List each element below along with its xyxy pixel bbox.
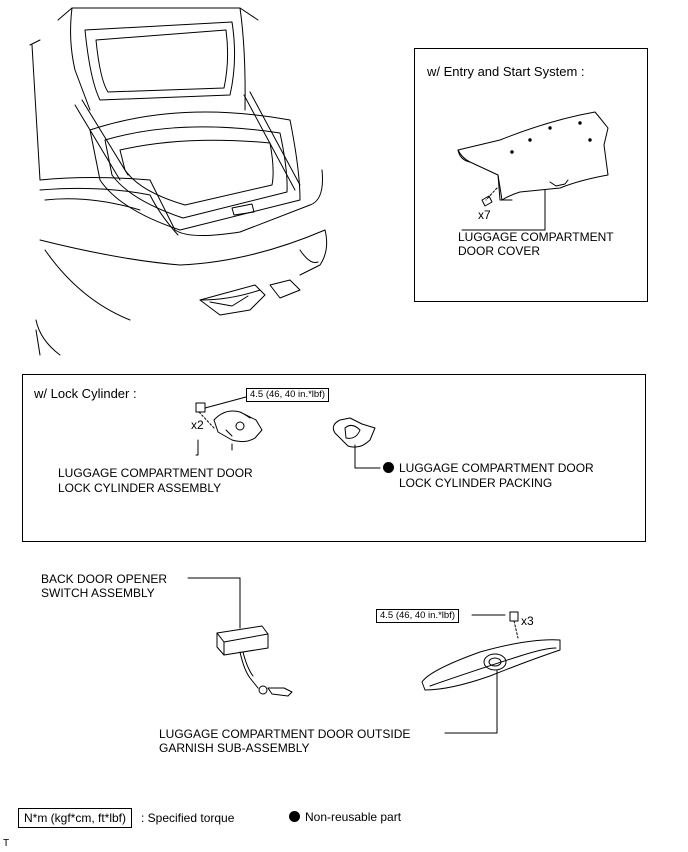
entry-start-panel xyxy=(414,48,648,302)
bolt-qty-x7: x7 xyxy=(478,208,491,222)
legend-non-reusable: Non-reusable part xyxy=(289,810,401,825)
lock-cylinder-assembly-label-line2: LOCK CYLINDER ASSEMBLY xyxy=(58,481,222,495)
car-rear-illustration xyxy=(29,7,328,356)
door-cover-label-line1: LUGGAGE COMPARTMENT xyxy=(458,230,614,244)
garnish-label-line1: LUGGAGE COMPARTMENT DOOR OUTSIDE xyxy=(159,727,411,741)
lock-cylinder-panel xyxy=(22,374,646,542)
garnish-illustration xyxy=(421,611,561,734)
non-reusable-dot-icon xyxy=(289,811,300,822)
legend-torque-unit: N*m (kgf*cm, ft*lbf) xyxy=(18,808,133,828)
opener-switch-illustration xyxy=(187,577,293,697)
lock-cylinder-torque: 4.5 (46, 40 in.*lbf) xyxy=(246,388,329,402)
lock-cylinder-illustration xyxy=(195,396,381,469)
door-cover-label-line2: DOOR COVER xyxy=(458,244,541,258)
lock-cylinder-heading: w/ Lock Cylinder : xyxy=(34,386,137,401)
footer-mark: T xyxy=(3,838,10,849)
bolt-qty-x2: x2 xyxy=(191,418,204,432)
lock-cylinder-packing-label-line2: LOCK CYLINDER PACKING xyxy=(399,476,553,490)
opener-switch-label-line2: SWITCH ASSEMBLY xyxy=(41,586,155,600)
opener-switch-label-line1: BACK DOOR OPENER xyxy=(41,572,168,586)
lock-cylinder-packing-label-line1: LUGGAGE COMPARTMENT DOOR xyxy=(383,461,594,476)
lock-cylinder-assembly-label-line1: LUGGAGE COMPARTMENT DOOR xyxy=(58,466,253,480)
legend-torque-desc: : Specified torque xyxy=(141,811,235,825)
bolt-qty-x3: x3 xyxy=(521,614,534,628)
entry-start-heading: w/ Entry and Start System : xyxy=(427,64,585,79)
garnish-torque: 4.5 (46, 40 in.*lbf) xyxy=(376,609,459,623)
door-cover-illustration xyxy=(457,111,609,231)
non-reusable-dot-icon xyxy=(383,462,394,473)
garnish-label-line2: GARNISH SUB-ASSEMBLY xyxy=(159,741,310,755)
